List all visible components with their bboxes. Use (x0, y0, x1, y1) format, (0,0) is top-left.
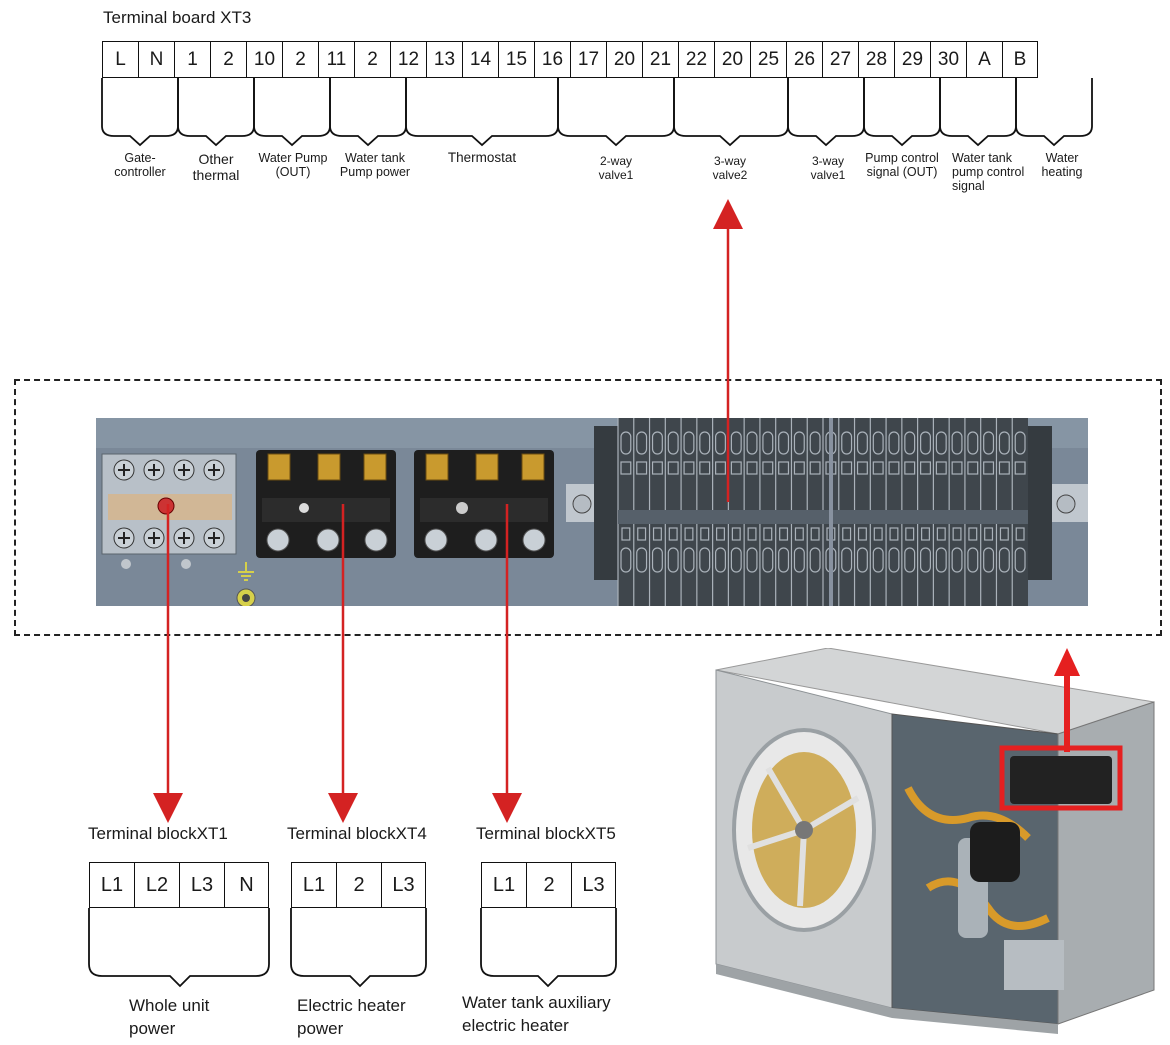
xt3-group-label: Thermostat (447, 150, 517, 165)
xt3-terminal: 30 (930, 41, 966, 78)
bracket (557, 78, 675, 147)
xt3-terminal: B (1002, 41, 1038, 78)
xt3-terminal: 10 (246, 41, 282, 78)
xt5-title: Terminal blockXT5 (476, 824, 616, 843)
xt3-strip (566, 418, 1088, 606)
xt3-terminal: 2 (210, 41, 246, 78)
xt3-terminal: 14 (462, 41, 498, 78)
xt3-group-label: Gate- controller (114, 151, 166, 179)
terminal-panel-frame (14, 379, 1162, 636)
xt3-group-label: Pump control signal (OUT) (865, 151, 939, 179)
xt3-terminal: 29 (894, 41, 930, 78)
xt3-group-label: Water heating (1041, 151, 1083, 179)
bracket (253, 78, 331, 147)
terminal-panel-photo (96, 418, 1088, 606)
xt1-terminal: L3 (179, 862, 224, 908)
xt3-terminal: 28 (858, 41, 894, 78)
xt3-group-label: Water tank Pump power (339, 151, 411, 179)
xt3-title: Terminal board XT3 (103, 8, 252, 27)
xt3-group-brackets (101, 78, 1093, 147)
xt3-terminal-row: L N 1 2 10 2 11 2 12 13 14 15 16 17 20 2… (102, 41, 1038, 78)
bracket (405, 78, 559, 147)
bracket (1015, 78, 1093, 147)
xt5-bracket (480, 908, 617, 988)
xt3-group-label: Water Pump (OUT) (258, 151, 328, 179)
heat-pump-unit-illustration (715, 648, 1155, 1034)
xt3-terminal: 11 (318, 41, 354, 78)
bracket (101, 78, 179, 147)
xt5-terminal-row: L1 2 L3 (481, 862, 616, 908)
xt3-group-label: Other thermal (192, 151, 240, 183)
xt3-terminal: 2 (282, 41, 318, 78)
xt1-terminal-row: L1 L2 L3 N (89, 862, 269, 908)
xt4-title: Terminal blockXT4 (287, 824, 427, 843)
xt3-terminal: 26 (786, 41, 822, 78)
xt3-terminal: A (966, 41, 1002, 78)
bracket (673, 78, 789, 147)
xt1-terminal: N (224, 862, 269, 908)
bracket (863, 78, 941, 147)
xt1-caption: Whole unit power (129, 996, 210, 1038)
xt5-terminal: L3 (571, 862, 616, 908)
xt3-terminal: N (138, 41, 174, 78)
arrow-from-unit-head (1054, 648, 1080, 676)
xt4-caption: Electric heater power (297, 996, 406, 1038)
bracket (939, 78, 1017, 147)
xt4-terminal: L3 (381, 862, 426, 908)
bracket (177, 78, 255, 147)
xt3-terminal: 17 (570, 41, 606, 78)
bracket (329, 78, 407, 147)
xt3-group-label: 2-way valve1 (598, 154, 634, 182)
xt3-terminal: 1 (174, 41, 210, 78)
xt4-terminal: L1 (291, 862, 336, 908)
xt4-terminal-row: L1 2 L3 (291, 862, 426, 908)
xt3-terminal: 13 (426, 41, 462, 78)
xt3-terminal: 16 (534, 41, 570, 78)
xt3-terminal: 20 (714, 41, 750, 78)
xt5-block (414, 450, 554, 558)
xt3-terminal: 2 (354, 41, 390, 78)
xt3-terminal: 27 (822, 41, 858, 78)
xt3-terminal: 15 (498, 41, 534, 78)
xt5-caption: Water tank auxiliary electric heater (462, 993, 611, 1035)
xt4-bracket (290, 908, 427, 988)
xt4-block (256, 450, 396, 558)
xt3-terminal: 25 (750, 41, 786, 78)
xt4-terminal: 2 (336, 862, 381, 908)
xt3-terminal: 22 (678, 41, 714, 78)
xt3-group-label: 3-way valve1 (810, 154, 846, 182)
xt3-terminal: 12 (390, 41, 426, 78)
xt3-terminal: 21 (642, 41, 678, 78)
xt1-title: Terminal blockXT1 (88, 824, 228, 843)
xt1-terminal: L2 (134, 862, 179, 908)
ground-icon (236, 562, 256, 606)
xt3-group-label: 3-way valve2 (712, 154, 748, 182)
bracket (787, 78, 865, 147)
xt3-group-label: Water tank pump control signal (952, 151, 1025, 193)
xt3-terminal: L (102, 41, 138, 78)
xt3-terminal: 20 (606, 41, 642, 78)
xt1-bracket (88, 908, 270, 988)
highlight-box (999, 745, 1123, 811)
xt5-terminal: 2 (526, 862, 571, 908)
xt1-terminal: L1 (89, 862, 134, 908)
xt5-terminal: L1 (481, 862, 526, 908)
